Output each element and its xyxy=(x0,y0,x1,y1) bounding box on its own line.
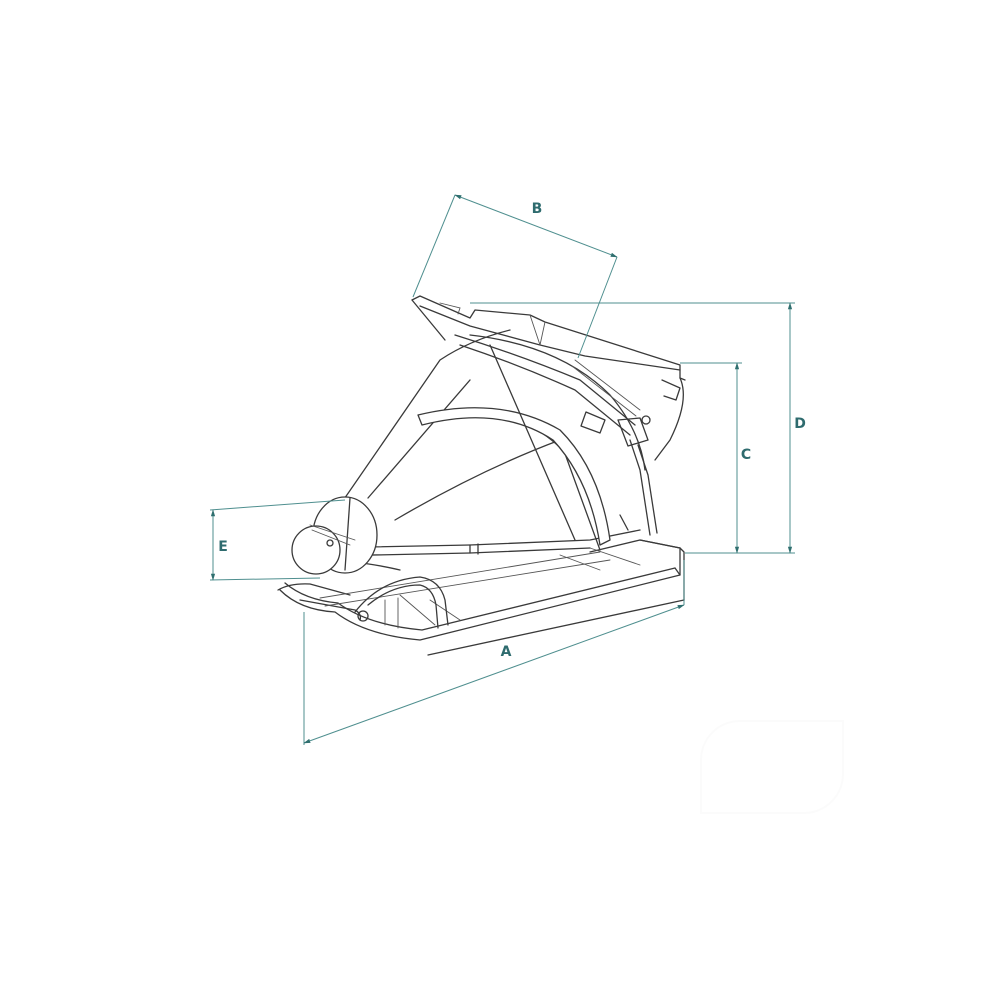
dimension-lines xyxy=(209,194,795,745)
dimension-label-d: D xyxy=(794,416,806,432)
discharge-gate xyxy=(291,496,378,575)
dimension-label-c: C xyxy=(740,447,752,463)
dimension-label-b: B xyxy=(531,201,543,217)
dimension-label-a: A xyxy=(500,644,512,660)
bucket-rim xyxy=(411,295,686,536)
bucket-body xyxy=(339,329,646,551)
handle-bar xyxy=(319,529,641,571)
dimension-label-e: E xyxy=(218,539,228,555)
faint-watermark xyxy=(700,720,844,814)
